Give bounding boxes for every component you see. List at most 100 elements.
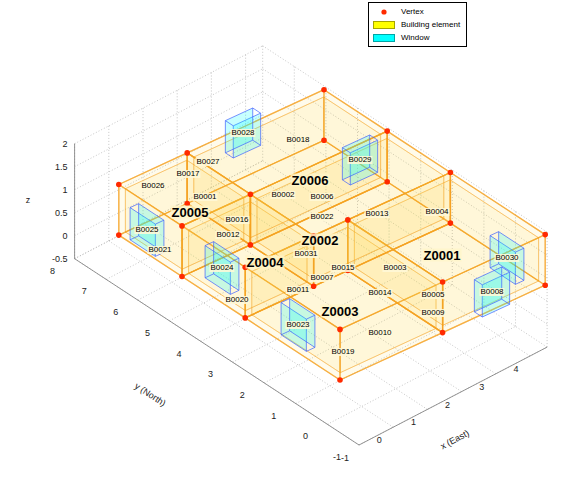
window-box	[205, 274, 214, 278]
element-label: B0026	[140, 182, 165, 190]
vertex-dot	[242, 315, 248, 321]
window-box	[155, 220, 164, 224]
zone-label: Z0004	[246, 256, 285, 269]
vertex-dot	[542, 232, 548, 238]
legend-swatch	[373, 21, 395, 29]
element-label: B0005	[420, 291, 445, 299]
element-label: B0030	[494, 254, 519, 262]
element-label: B0006	[309, 193, 334, 201]
legend-text: Building element	[401, 20, 460, 29]
window-box	[502, 299, 510, 304]
vertex-dot	[321, 87, 327, 93]
grid-line	[75, 69, 263, 167]
vertex-dot	[321, 138, 327, 144]
zone-label: Z0003	[321, 305, 360, 318]
window-box	[253, 140, 261, 145]
window-box	[502, 267, 510, 272]
window-box	[130, 236, 139, 240]
tick-label: -1	[341, 454, 349, 463]
element-label: B0031	[293, 250, 318, 258]
building-element-face	[125, 189, 182, 270]
tick-label: 3	[479, 382, 484, 391]
windows	[130, 108, 524, 351]
vertex-dot	[116, 232, 122, 238]
tick-label: 1	[271, 411, 276, 420]
vertex-dot	[179, 274, 185, 280]
tick-label: 0.5	[55, 208, 68, 217]
window-box	[306, 347, 315, 351]
legend-marker	[373, 8, 395, 16]
element-label: B0001	[192, 193, 217, 201]
window-box	[281, 331, 290, 335]
vertex-dot	[440, 330, 446, 336]
tick-label: 4	[513, 365, 518, 374]
vertex-dot	[248, 192, 254, 198]
element-label: B0007	[309, 274, 334, 282]
element-label: B0008	[479, 288, 504, 296]
legend-swatch	[373, 34, 395, 42]
element-label: B0029	[347, 156, 372, 164]
window-box	[225, 121, 233, 126]
tick-label: 5	[145, 328, 150, 337]
vertex-dot	[179, 223, 185, 229]
element-label: B0021	[147, 246, 172, 254]
building-element-face	[387, 138, 444, 219]
window-box	[225, 153, 233, 158]
tick-label: 2	[240, 390, 245, 399]
vertex-marker	[381, 9, 386, 14]
window-box	[205, 242, 214, 246]
tick-label: 6	[113, 308, 118, 317]
tick-label: 2	[445, 400, 450, 409]
grid-line	[75, 46, 263, 144]
element-label: B0017	[175, 170, 200, 178]
vertex-dot	[116, 182, 122, 188]
window-box	[230, 290, 239, 294]
element-label: B0003	[382, 264, 407, 272]
grid-line	[74, 144, 75, 259]
vertex-dot	[440, 279, 446, 285]
vertex-dot	[448, 170, 454, 176]
window-box	[281, 299, 290, 303]
element-label: B0019	[330, 348, 355, 356]
vertex-dot	[542, 282, 548, 288]
tick-label: 1.5	[55, 162, 68, 171]
window-box	[515, 280, 524, 284]
window-box	[342, 180, 350, 185]
element-label: B0011	[286, 286, 311, 294]
vertex-dot	[345, 217, 351, 223]
element-label: B0025	[134, 226, 159, 234]
tick-label: 2	[63, 139, 68, 148]
window-box	[474, 280, 482, 285]
element-label: B0004	[424, 208, 449, 216]
axis-title: y (North)	[133, 382, 167, 409]
axis-line	[359, 347, 547, 445]
element-label: B0028	[230, 129, 255, 137]
vertices	[116, 87, 548, 383]
grid-line	[547, 232, 548, 347]
axis-title: z	[26, 196, 31, 205]
tick-label: 8	[50, 266, 55, 275]
vertex-dot	[448, 220, 454, 226]
zone-label: Z0002	[301, 234, 340, 247]
axis-title: x (East)	[439, 429, 471, 451]
element-label: B0020	[224, 296, 249, 304]
axis-line	[74, 144, 75, 259]
window-box	[230, 258, 239, 262]
element-label: B0012	[215, 231, 240, 239]
window-box	[490, 232, 499, 236]
vertex-dot	[384, 179, 390, 185]
tick-label: 1	[411, 418, 416, 427]
element-label: B0027	[195, 158, 220, 166]
tick-label: -0.5	[52, 254, 68, 263]
tick-label: -1	[333, 453, 341, 462]
element-label: B0016	[224, 216, 249, 224]
window-box	[474, 312, 482, 317]
vertex-dot	[184, 150, 190, 156]
element-label: B0014	[367, 289, 392, 297]
grid-line	[108, 126, 109, 241]
window-box	[130, 204, 139, 208]
window-box	[253, 108, 261, 113]
axis-grid	[75, 46, 547, 445]
vertex-dot	[337, 327, 343, 333]
